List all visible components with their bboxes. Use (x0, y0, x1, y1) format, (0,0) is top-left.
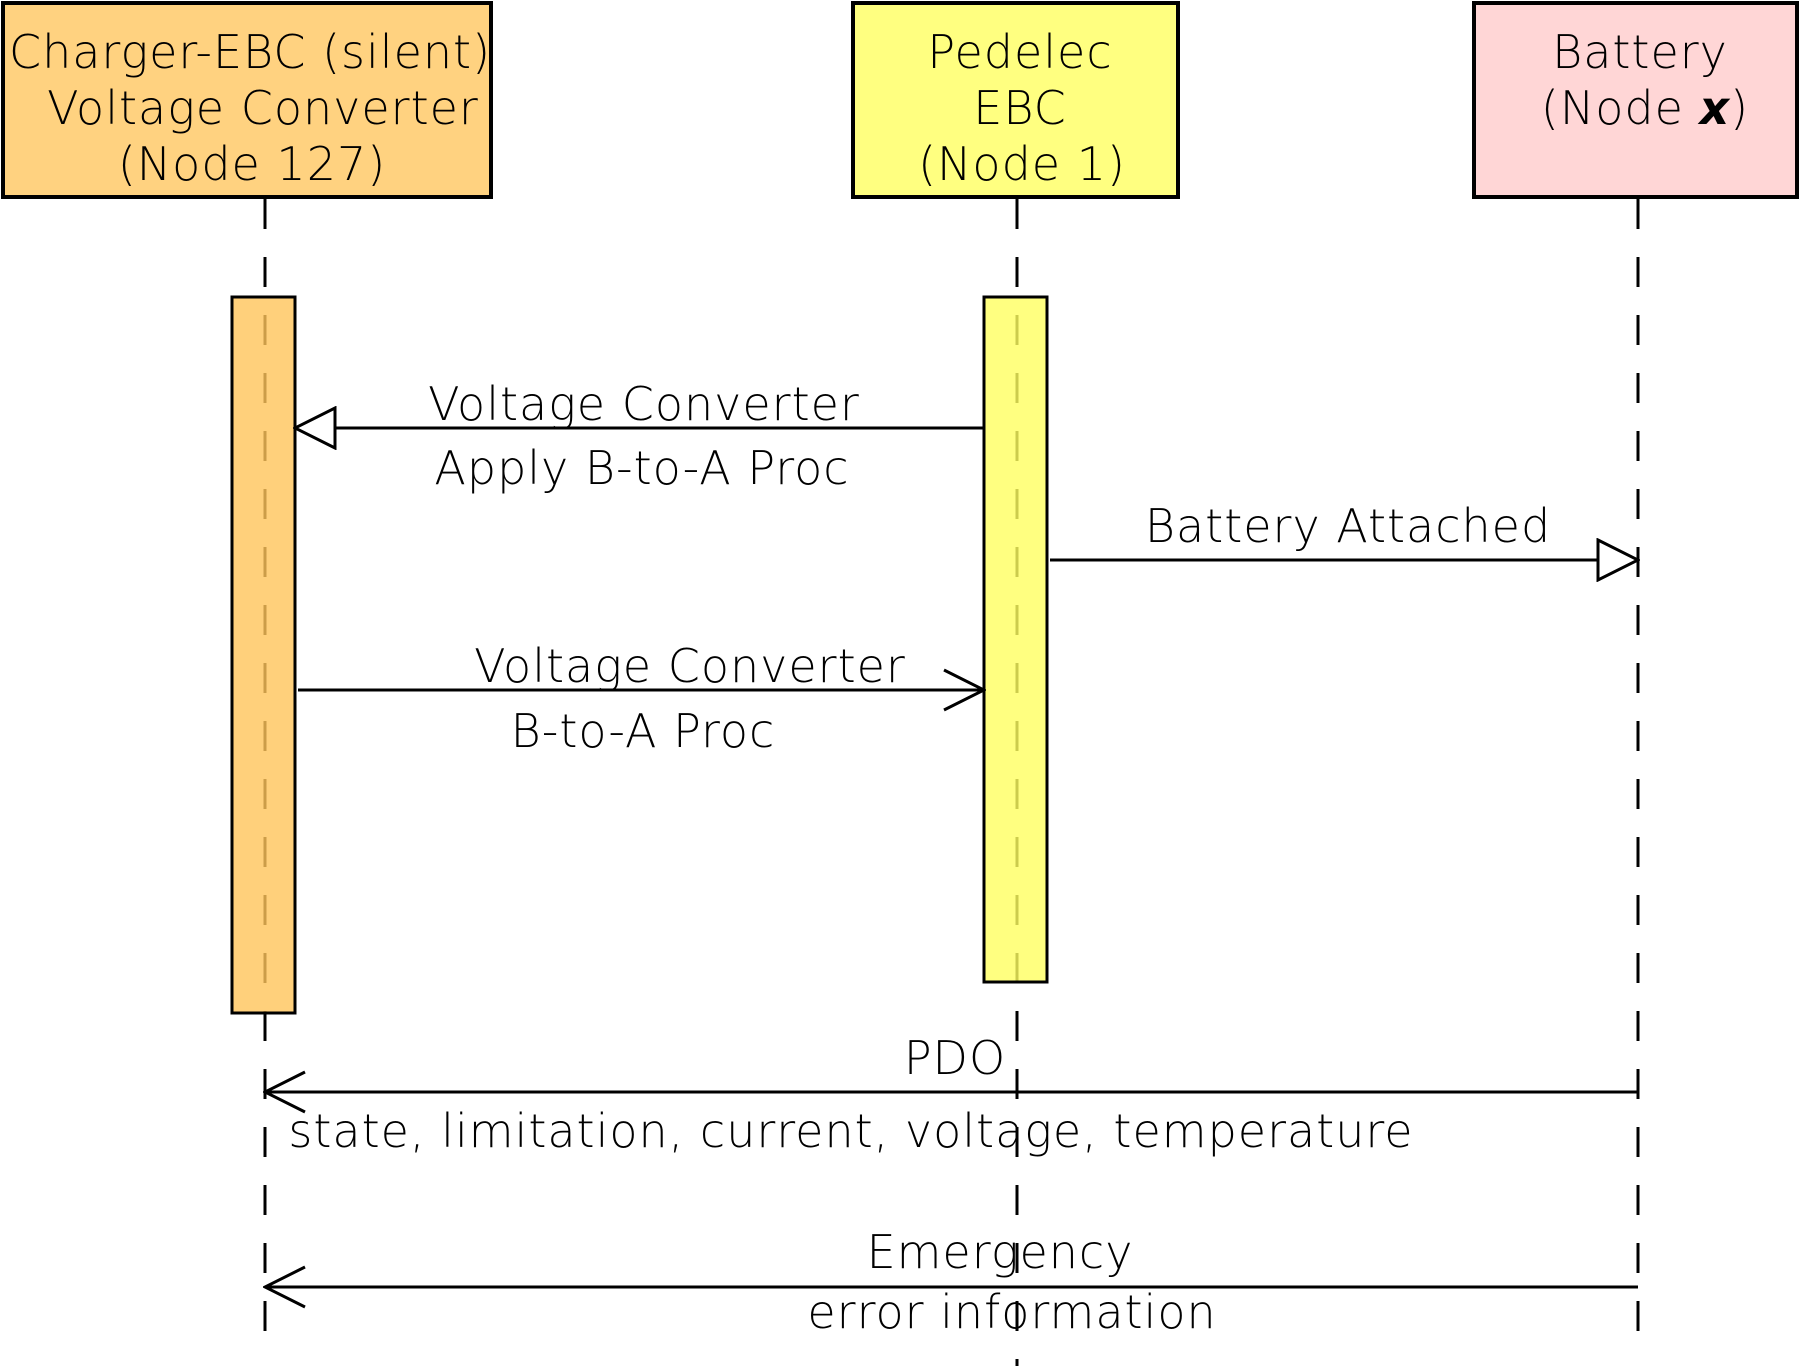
participant-charger-line1: Charger-EBC (silent) (9, 25, 491, 79)
participant-battery-node-prefix: (Node (1541, 81, 1700, 135)
message-label-below: error information (807, 1285, 1216, 1339)
participant-battery-node-suffix: ) (1730, 81, 1749, 135)
message-label-above: Battery Attached (1145, 499, 1551, 553)
participant-charger: Charger-EBC (silent) Voltage Converter (… (1, 1, 493, 199)
message-label-above: Voltage Converter (474, 639, 906, 693)
message-label-above: Emergency (867, 1225, 1134, 1279)
participant-charger-line2: Voltage Converter (47, 81, 479, 135)
activation-pedelec (982, 295, 1049, 984)
participant-battery-line2: (Node x) (1541, 81, 1749, 135)
activation-charger (230, 295, 297, 1015)
message-label-below: B-to-A Proc (511, 704, 776, 758)
message-voltage-converter-apply: Voltage Converter Apply B-to-A Proc (295, 377, 984, 495)
message-voltage-converter-b-to-a: Voltage Converter B-to-A Proc (298, 639, 984, 758)
message-battery-attached: Battery Attached (1050, 499, 1638, 560)
message-label-below: state, limitation, current, voltage, tem… (288, 1104, 1413, 1158)
participant-charger-line3: (Node 127) (118, 137, 386, 191)
message-label-above: PDO (904, 1031, 1006, 1085)
message-label-below: Apply B-to-A Proc (434, 441, 849, 495)
participant-pedelec: Pedelec EBC (Node 1) (851, 1, 1180, 199)
participant-battery: Battery (Node x) (1472, 1, 1799, 199)
participant-battery-node-var: x (1698, 81, 1731, 135)
message-pdo: PDO state, limitation, current, voltage,… (265, 1031, 1638, 1158)
participant-battery-line1: Battery (1552, 25, 1728, 79)
participant-pedelec-line2: EBC (973, 81, 1067, 135)
message-label-above: Voltage Converter (428, 377, 860, 431)
message-emergency: Emergency error information (265, 1225, 1638, 1339)
participant-pedelec-line3: (Node 1) (918, 137, 1126, 191)
participant-pedelec-line1: Pedelec (927, 25, 1112, 79)
